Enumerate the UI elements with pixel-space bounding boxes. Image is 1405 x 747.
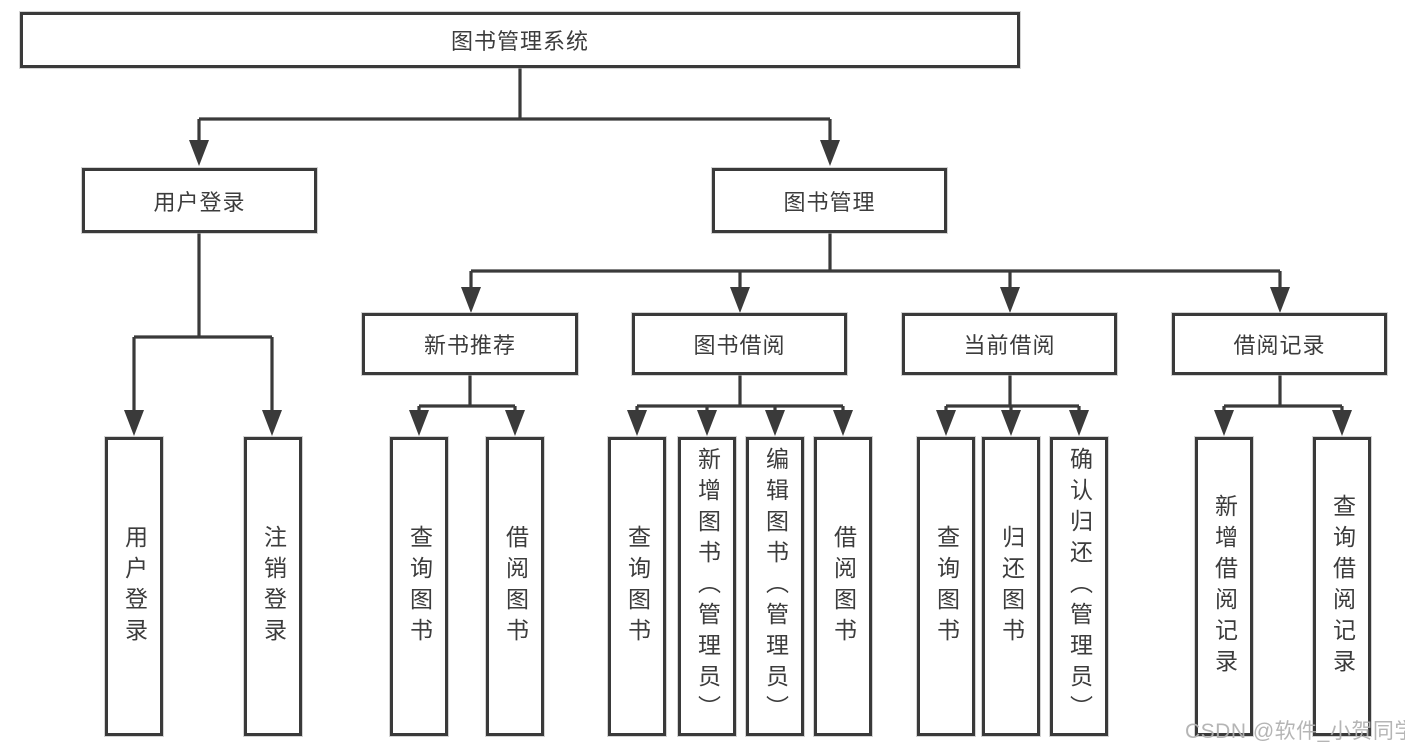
leaf-borrow-borrow-book: 借阅图书: [814, 437, 872, 736]
leaf-borrow-borrow-book-label: 借阅图书: [830, 524, 857, 649]
leaf-current-return-book-label: 归还图书: [998, 524, 1025, 649]
leaf-current-query-book: 查询图书: [917, 437, 975, 736]
edge-currentborrow-to-leaves: [944, 375, 1081, 412]
node-current-borrow-label: 当前借阅: [963, 333, 1056, 358]
leaf-current-return-book: 归还图书: [982, 437, 1040, 736]
leaf-record-add-record-label: 新增借阅记录: [1211, 493, 1238, 680]
leaf-newbook-query-book: 查询图书: [390, 437, 448, 736]
node-book-management-label: 图书管理: [783, 189, 876, 215]
leaf-user-login: 用户登录: [105, 437, 163, 736]
leaf-newbook-borrow-book: 借阅图书: [486, 437, 544, 736]
leaf-borrow-add-book-admin-label: 新增图书（管理员）: [694, 447, 721, 726]
node-current-borrow: 当前借阅: [902, 313, 1117, 375]
leaf-current-confirm-return-admin-label: 确认归还（管理员）: [1066, 447, 1093, 726]
node-user-login: 用户登录: [82, 168, 317, 233]
node-book-borrow: 图书借阅: [632, 313, 847, 375]
node-book-management: 图书管理: [712, 168, 947, 233]
leaf-newbook-borrow-book-label: 借阅图书: [502, 524, 529, 649]
leaf-record-add-record: 新增借阅记录: [1195, 437, 1253, 736]
leaf-borrow-edit-book-admin-label: 编辑图书（管理员）: [762, 447, 789, 726]
leaf-record-query-record: 查询借阅记录: [1313, 437, 1371, 736]
leaf-borrow-add-book-admin: 新增图书（管理员）: [678, 437, 736, 736]
leaf-record-query-record-label: 查询借阅记录: [1329, 493, 1356, 680]
edge-newbook-to-leaves: [417, 375, 517, 412]
leaf-logout-label: 注销登录: [260, 524, 287, 649]
leaf-borrow-query-book: 查询图书: [608, 437, 666, 736]
leaf-logout: 注销登录: [244, 437, 302, 736]
edge-bookborrow-to-leaves: [635, 375, 845, 412]
leaf-current-confirm-return-admin: 确认归还（管理员）: [1050, 437, 1108, 736]
leaf-borrow-query-book-label: 查询图书: [624, 524, 651, 649]
node-book-borrow-label: 图书借阅: [693, 333, 786, 358]
node-new-book-recommend-label: 新书推荐: [423, 333, 516, 358]
leaf-borrow-edit-book-admin: 编辑图书（管理员）: [746, 437, 804, 736]
leaf-current-query-book-label: 查询图书: [933, 524, 960, 649]
arrowheads: [124, 140, 1352, 436]
node-user-login-label: 用户登录: [153, 189, 246, 215]
node-root: 图书管理系统: [20, 12, 1020, 68]
node-borrow-record-label: 借阅记录: [1233, 333, 1326, 358]
edge-borrowrecord-to-leaves: [1222, 375, 1344, 412]
node-new-book-recommend: 新书推荐: [362, 313, 578, 375]
leaf-newbook-query-book-label: 查询图书: [406, 524, 433, 649]
leaf-user-login-label: 用户登录: [121, 524, 148, 649]
edge-root-to-level2: [197, 68, 832, 144]
node-root-label: 图书管理系统: [450, 29, 589, 54]
edge-userlogin-to-leaves: [132, 233, 274, 412]
edge-bookmgmt-to-level3: [469, 233, 1282, 288]
node-borrow-record: 借阅记录: [1172, 313, 1387, 375]
